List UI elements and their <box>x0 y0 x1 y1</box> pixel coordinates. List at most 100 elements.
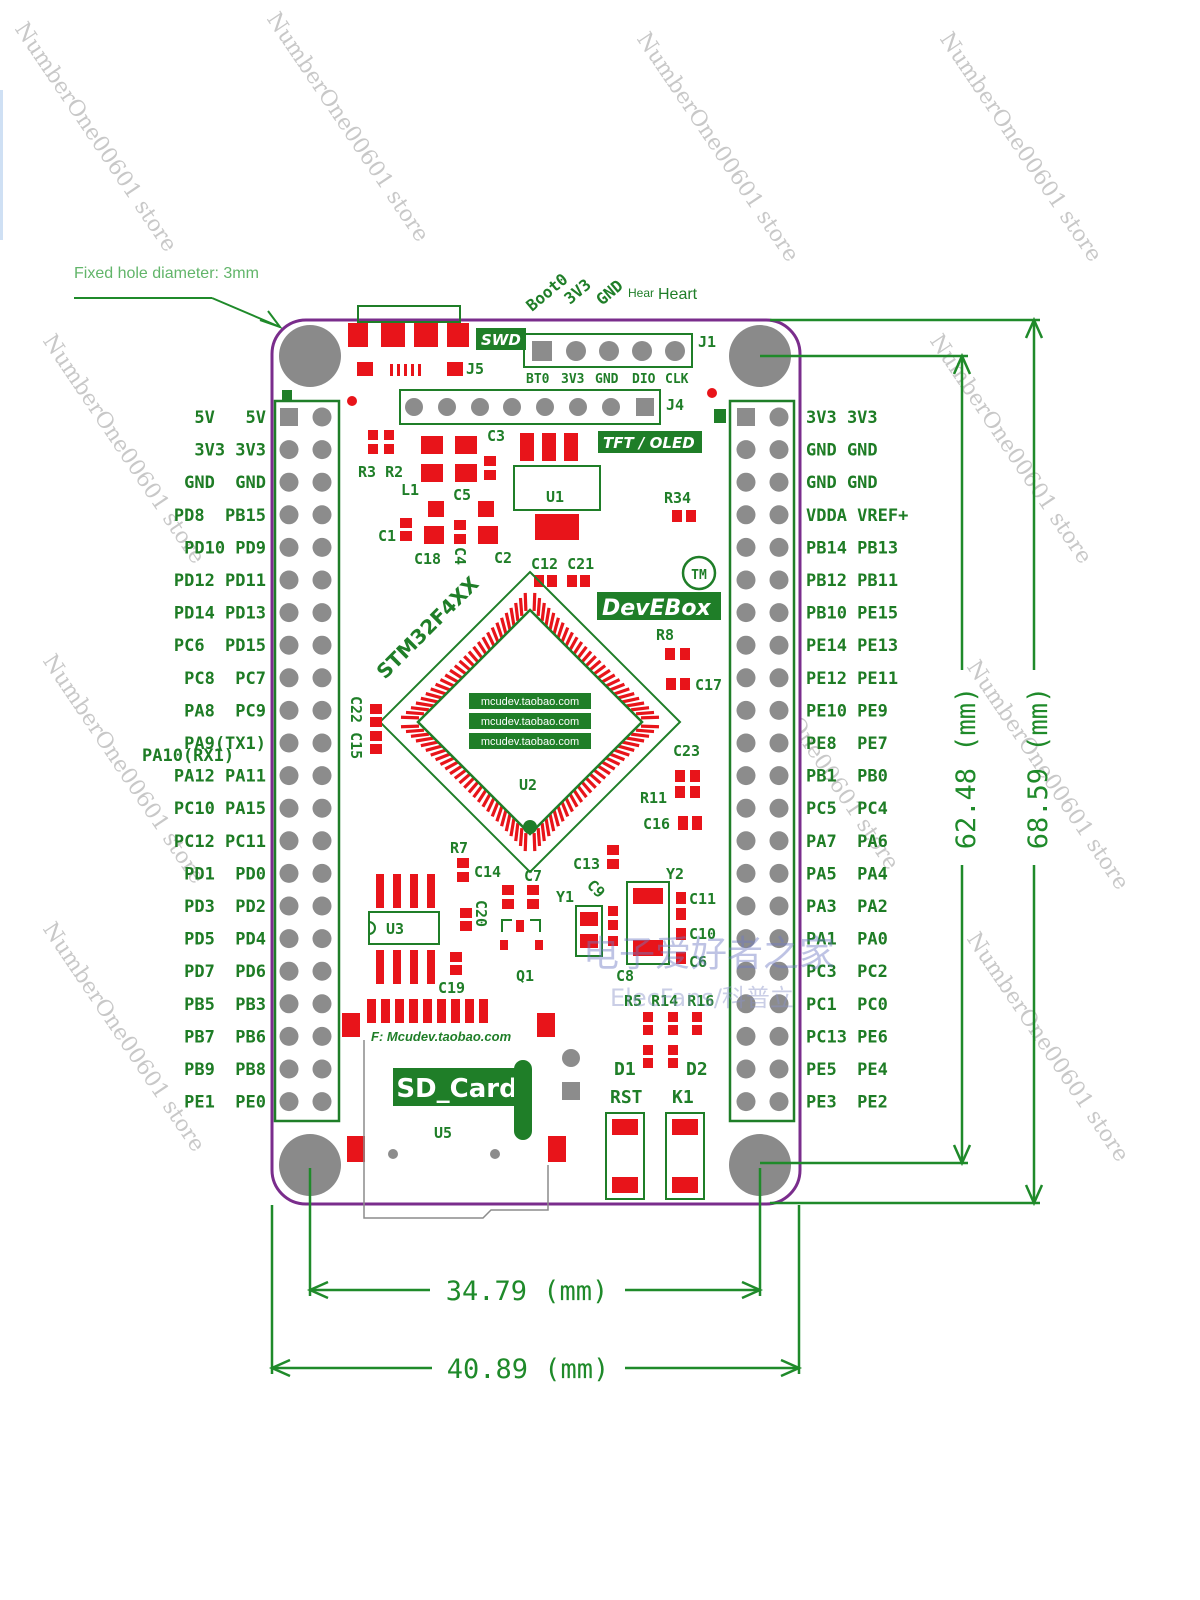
right-pin-label: PE14 PE13 <box>806 636 898 656</box>
r7-ref: R7 <box>450 839 468 857</box>
header-pin <box>279 831 299 851</box>
r5r14r16-ref: R5 R14 R16 <box>624 992 714 1010</box>
y2-ref: Y2 <box>666 865 684 883</box>
hole-note-pointer <box>74 297 283 330</box>
heart-label: Heart <box>658 286 698 303</box>
right-pin-label: PB10 PE15 <box>806 604 898 624</box>
left-pin-label: PC6 PD15 <box>174 636 266 656</box>
header-pin <box>769 1059 789 1079</box>
pin1-marker <box>282 390 292 400</box>
right-pin-label: PA3 PA2 <box>806 897 888 917</box>
c22c15-ref: C22 C15 <box>347 696 365 759</box>
c1-ref: C1 <box>378 527 396 545</box>
header-pin <box>736 440 756 460</box>
header-pin <box>312 668 332 688</box>
u1-ref: U1 <box>546 488 564 506</box>
header-pin <box>769 1092 789 1112</box>
header-pin <box>279 472 299 492</box>
j4-tft-header: J4 <box>399 389 684 425</box>
header-pin <box>769 668 789 688</box>
left-header-outline <box>273 399 341 1123</box>
d2-ref: D2 <box>686 1059 708 1080</box>
left-edge-strip <box>0 90 3 240</box>
header-pin <box>769 700 789 720</box>
lower-section: R7 C14 C7 C13 Y2 Y1 C9 C11 C10 C6 C <box>368 839 716 1200</box>
header-pin <box>279 1059 299 1079</box>
right-pin-label: GND GND <box>806 473 878 493</box>
left-pin-label: PC8 PC7 <box>184 669 266 689</box>
dimension-height-outer: 68.59 (mm) <box>770 316 1054 1207</box>
l1-ref: L1 <box>401 481 419 499</box>
header-pin <box>736 994 756 1014</box>
header-pin <box>279 603 299 623</box>
tm-mark: TM <box>691 568 707 583</box>
header-pin <box>769 1026 789 1046</box>
right-pin-label: PE10 PE9 <box>806 701 888 721</box>
left-pin-label: PD7 PD6 <box>184 962 266 982</box>
header-pin <box>312 440 332 460</box>
width-inner-label: 34.79 (mm) <box>446 1276 609 1307</box>
header-pin <box>279 798 299 818</box>
c6-ref: C6 <box>689 953 707 971</box>
mounting-hole-bottom-left <box>279 1134 341 1196</box>
header-pin <box>279 929 299 949</box>
right-pin-label: PC1 PC0 <box>806 995 888 1015</box>
header-pin <box>769 929 789 949</box>
right-pin-label: PE3 PE2 <box>806 1093 888 1113</box>
header-pin <box>312 831 332 851</box>
rst-label: RST <box>610 1087 643 1108</box>
c23-ref: C23 <box>673 742 700 760</box>
header-pin <box>312 1026 332 1046</box>
header-pin <box>312 700 332 720</box>
top-gnd-label: GND <box>592 276 626 309</box>
mounting-hole-bottom-right <box>729 1134 791 1196</box>
c5-ref: C5 <box>453 486 471 504</box>
right-pin-label: PB14 PB13 <box>806 538 898 558</box>
header-pin <box>312 863 332 883</box>
r11-ref: R11 <box>640 789 667 807</box>
header-pin <box>769 798 789 818</box>
header-pin <box>279 1092 299 1112</box>
left-pin-label: 3V3 3V3 <box>194 441 266 461</box>
c10-ref: C10 <box>689 925 716 943</box>
svg-text:SWD: SWD <box>481 331 521 349</box>
header-pin <box>736 733 756 753</box>
header-pin <box>280 408 298 426</box>
dimension-height-inner: 62.48 (mm) <box>760 352 982 1167</box>
header-pin <box>279 896 299 916</box>
left-header-pins <box>279 407 332 1112</box>
left-pin-label: PB9 PB8 <box>184 1060 266 1080</box>
right-pin-label: PE5 PE4 <box>806 1060 888 1080</box>
header-pin <box>312 570 332 590</box>
left-pin-label: PB5 PB3 <box>184 995 266 1015</box>
height-inner-label: 62.48 (mm) <box>951 687 982 850</box>
c8-ref: C8 <box>616 967 634 985</box>
marker-dot <box>707 388 717 398</box>
header-pin <box>769 472 789 492</box>
u3-flash-chip: U3 <box>368 874 440 984</box>
brand-label: DevEBox <box>602 596 711 621</box>
width-outer-label: 40.89 (mm) <box>447 1354 610 1385</box>
header-pin <box>736 896 756 916</box>
sd-url: F: Mcudev.taobao.com <box>371 1029 512 1044</box>
header-pin <box>769 831 789 851</box>
right-header-pins <box>736 407 789 1112</box>
y1-ref: Y1 <box>556 888 574 906</box>
left-pin-label: PD12 PD11 <box>174 571 266 591</box>
left-pin-label: PD8 PB15 <box>174 506 266 526</box>
header-pin <box>736 929 756 949</box>
u3-ref: U3 <box>386 920 404 938</box>
header-pin <box>736 798 756 818</box>
right-header-outline <box>728 399 796 1123</box>
left-pin-label: PA9(TX1) <box>184 734 266 754</box>
header-pin <box>279 635 299 655</box>
dimension-width-outer: 40.89 (mm) <box>268 1205 803 1385</box>
j1-swd-header: J1 BT0 3V3 GND DIO CLK <box>523 333 716 387</box>
shop-url: mcudev.taobao.com <box>481 716 579 728</box>
c18-ref: C18 <box>414 550 441 568</box>
header-pin <box>279 733 299 753</box>
c13-ref: C13 <box>573 855 600 873</box>
right-pin-label: PC5 PC4 <box>806 799 888 819</box>
